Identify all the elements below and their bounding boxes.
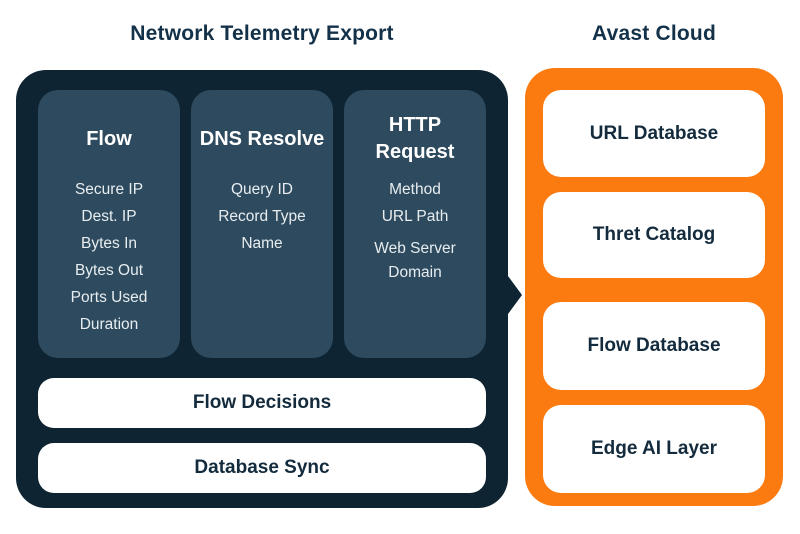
list-item: Record Type (218, 208, 306, 225)
column-flow-title: Flow (86, 127, 132, 150)
flow-database-box: Flow Database (543, 302, 765, 390)
list-item: Duration (79, 316, 139, 333)
telemetry-columns: Flow Secure IP Dest. IP Bytes In Bytes O… (38, 90, 486, 358)
column-http-title: HTTP Request (375, 114, 455, 163)
flow-decisions-bar: Flow Decisions (38, 378, 486, 428)
column-http-items: Method URL Path Web Server Domain (344, 176, 486, 285)
list-item: Ports Used (70, 289, 148, 306)
list-item: URL Path (381, 208, 449, 225)
list-item: Web Server Domain (374, 240, 456, 281)
cloud-panel: URL Database Thret Catalog Flow Database… (525, 68, 783, 506)
list-item: Name (241, 235, 283, 252)
url-database-box: URL Database (543, 90, 765, 177)
edge-ai-layer-box: Edge AI Layer (543, 405, 765, 493)
list-item: Secure IP (74, 181, 144, 198)
column-flow: Flow Secure IP Dest. IP Bytes In Bytes O… (38, 90, 180, 358)
threat-catalog-box: Thret Catalog (543, 192, 765, 278)
list-item: Method (389, 181, 441, 198)
column-dns-resolve: DNS Resolve Query ID Record Type Name (191, 90, 333, 358)
database-sync-bar: Database Sync (38, 443, 486, 493)
column-flow-items: Secure IP Dest. IP Bytes In Bytes Out Po… (38, 176, 180, 338)
list-item: Bytes Out (74, 262, 144, 279)
list-item: Bytes In (81, 235, 137, 252)
column-dns-items: Query ID Record Type Name (191, 176, 333, 257)
column-dns-title: DNS Resolve (199, 127, 325, 150)
telemetry-section-title: Network Telemetry Export (130, 22, 394, 45)
column-http-request: HTTP Request Method URL Path Web Server … (344, 90, 486, 358)
list-item: Query ID (230, 181, 293, 198)
cloud-section-title: Avast Cloud (592, 22, 716, 45)
right-arrow-connector (505, 272, 522, 318)
list-item: Dest. IP (81, 208, 137, 225)
telemetry-panel: Flow Secure IP Dest. IP Bytes In Bytes O… (16, 70, 508, 508)
